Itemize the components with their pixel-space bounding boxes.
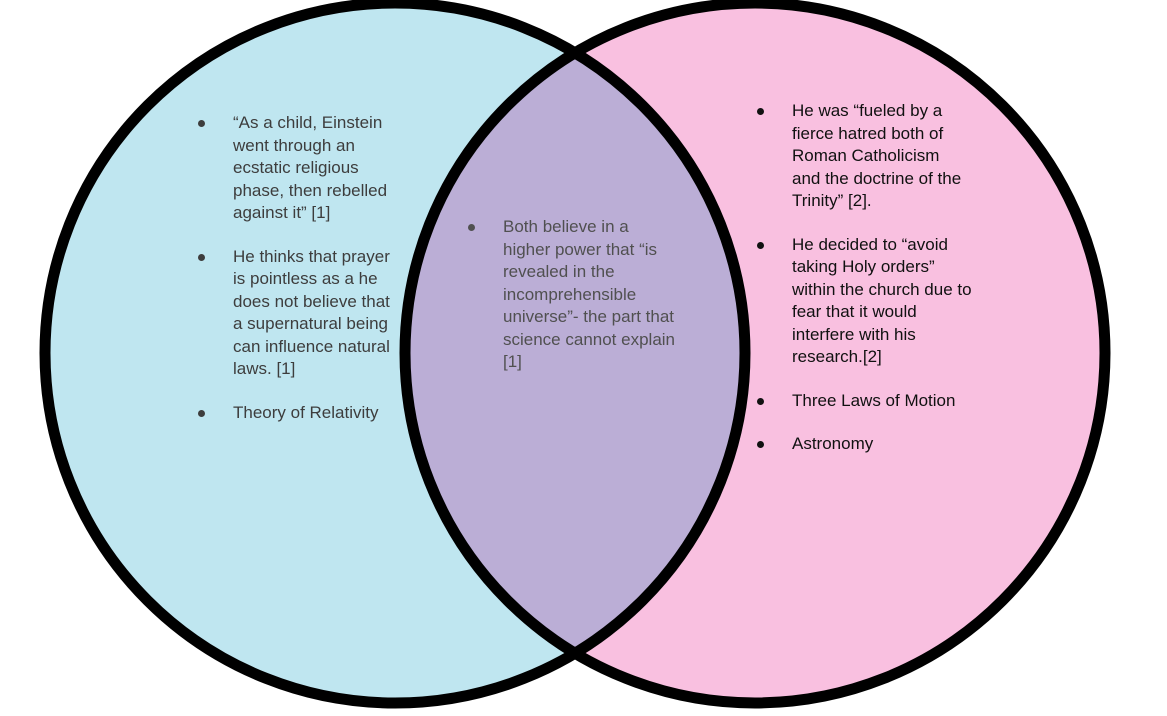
left-item-text: Theory of Relativity [233,402,379,422]
right-list-item: Astronomy [757,433,972,456]
right-item-text: Astronomy [792,434,874,453]
right-item-text: He was “fueled by a fierce hatred both o… [792,101,962,210]
bullet-icon [757,397,764,405]
overlap-region [405,3,745,703]
right-region-text: He was “fueled by a fierce hatred both o… [757,100,972,477]
center-list-item: Both believe in a higher power that “is … [468,216,678,374]
left-list-item: Theory of Relativity [198,402,393,425]
overlap-region-text: Both believe in a higher power that “is … [468,216,678,395]
bullet-icon [757,441,764,448]
left-region-text: “As a child, Einstein went through an ec… [198,112,393,445]
right-circle-outline [399,0,1111,709]
bullet-icon [198,409,205,417]
left-list-item: “As a child, Einstein went through an ec… [198,112,393,225]
bullet-icon [468,224,475,231]
left-item-text: He thinks that prayer is pointless as a … [233,246,390,379]
bullet-icon [198,253,205,261]
right-item-text: Three Laws of Motion [792,390,956,410]
center-item-text: Both believe in a higher power that “is … [503,217,676,371]
right-list-item: Three Laws of Motion [757,390,972,413]
right-list-item: He was “fueled by a fierce hatred both o… [757,100,972,213]
right-item-text: He decided to “avoid taking Holy orders”… [792,234,972,367]
bullet-icon [757,241,764,249]
left-circle-outline [39,0,751,709]
bullet-icon [757,108,764,115]
left-item-text: “As a child, Einstein went through an ec… [233,113,388,222]
bullet-icon [198,120,205,127]
left-list-item: He thinks that prayer is pointless as a … [198,246,393,381]
right-list-item: He decided to “avoid taking Holy orders”… [757,234,972,369]
